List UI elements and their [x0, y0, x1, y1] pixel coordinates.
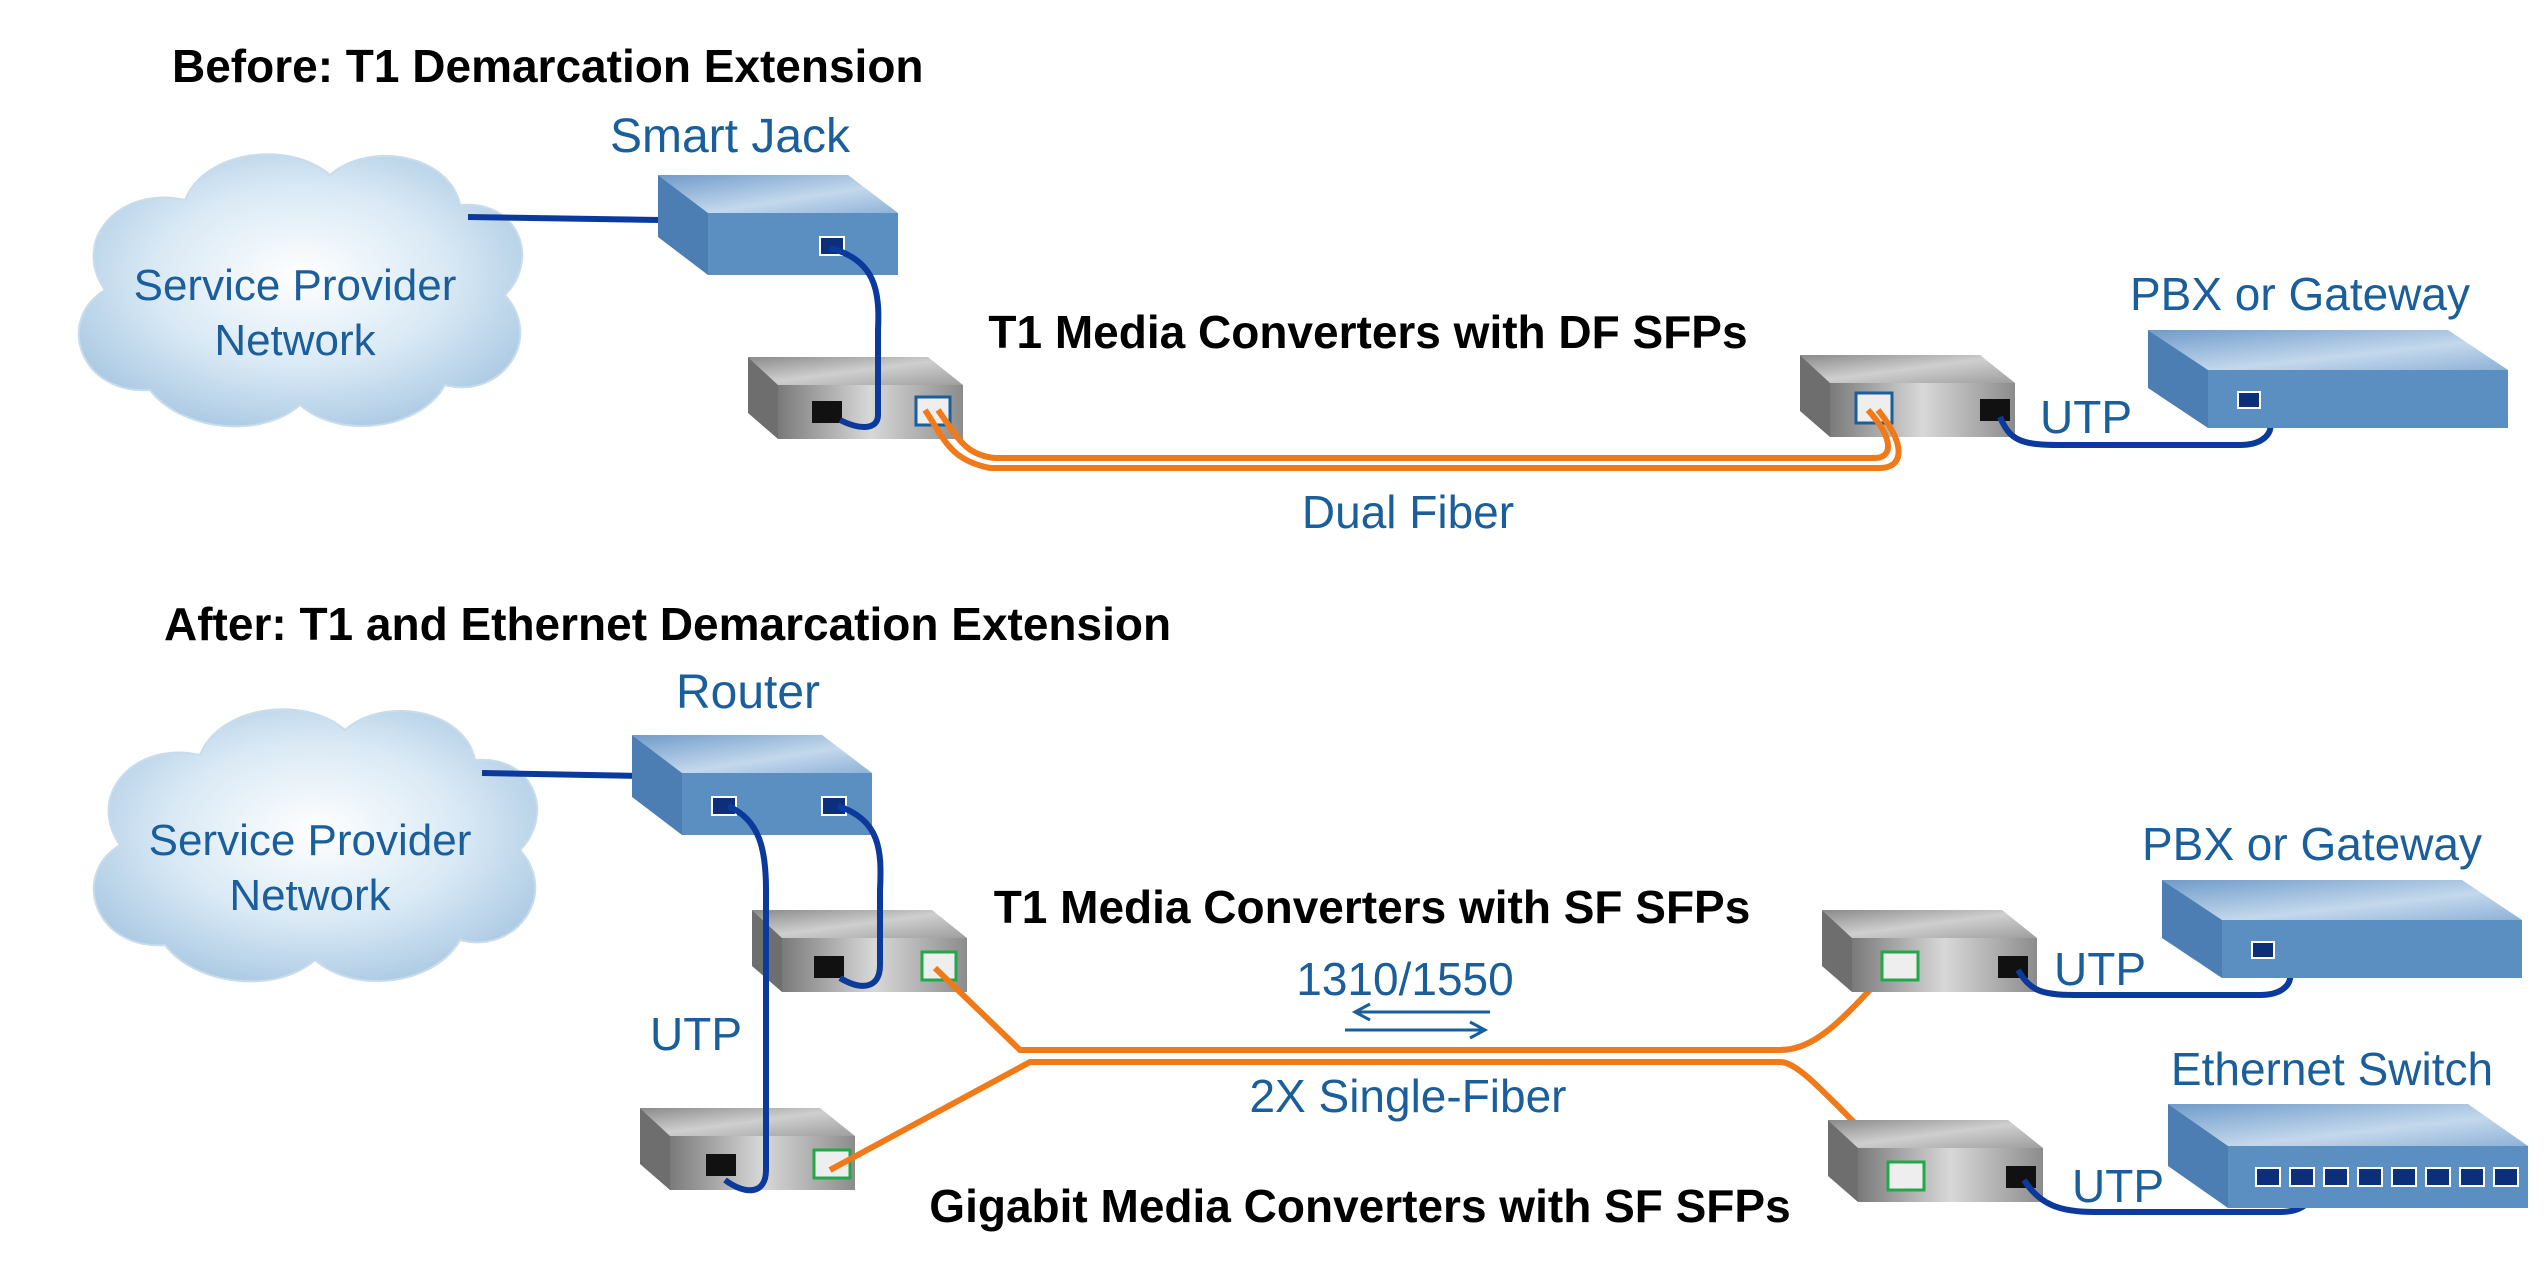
- before-converter-right: [1800, 355, 2015, 437]
- rj45-port-icon: [812, 401, 842, 423]
- wavelength-label: 1310/1550: [1296, 953, 1513, 1005]
- after-pbx-label: PBX or Gateway: [2142, 818, 2482, 870]
- cable-cloud-smartjack: [467, 214, 661, 223]
- after-gig-converter-right: [1828, 1120, 2043, 1202]
- after-gig-converter-left: [640, 1108, 855, 1190]
- rj45-port-icon: [1980, 399, 2010, 421]
- cable-router-t1: [837, 803, 884, 989]
- before-pbx-device: [2148, 330, 2508, 428]
- router-device: [632, 735, 872, 835]
- rj45-port-icon: [706, 1154, 736, 1176]
- cable-cloud-router: [481, 770, 641, 779]
- rj45-port-icon: [814, 956, 844, 978]
- before-dual-fiber: [922, 407, 1902, 471]
- smart-jack-label: Smart Jack: [610, 110, 851, 163]
- before-pbx-label: PBX or Gateway: [2130, 268, 2470, 320]
- after-cloud: Service Provider Network: [92, 708, 539, 983]
- after-gigabit-converters-title: Gigabit Media Converters with SF SFPs: [929, 1180, 1790, 1232]
- cable-smartjack-converter: [829, 245, 882, 430]
- before-cloud-label-line2: Network: [214, 316, 376, 365]
- before-title: Before: T1 Demarcation Extension: [172, 40, 924, 92]
- rj45-port-icon: [2006, 1166, 2036, 1188]
- after-utp-switch-label: UTP: [2072, 1160, 2164, 1212]
- after-t1-converter-left: [752, 910, 967, 992]
- before-utp-label: UTP: [2040, 391, 2132, 443]
- single-fiber-label: 2X Single-Fiber: [1249, 1070, 1566, 1122]
- ethernet-switch-device: [2168, 1104, 2528, 1208]
- dual-fiber-label: Dual Fiber: [1302, 486, 1514, 538]
- router-label: Router: [676, 666, 820, 719]
- before-converters-title: T1 Media Converters with DF SFPs: [988, 306, 1747, 358]
- after-utp-left-label: UTP: [650, 1008, 742, 1060]
- after-title: After: T1 and Ethernet Demarcation Exten…: [164, 598, 1171, 650]
- bidirectional-arrow-icon: [1345, 1002, 1490, 1040]
- after-utp-pbx-label: UTP: [2054, 943, 2146, 995]
- after-t1-converters-title: T1 Media Converters with SF SFPs: [994, 881, 1751, 933]
- ethernet-switch-label: Ethernet Switch: [2171, 1043, 2493, 1095]
- cable-router-gigabit: [723, 803, 769, 1194]
- after-cloud-label-line1: Service Provider: [149, 816, 472, 865]
- before-cloud: Service Provider Network: [77, 153, 524, 428]
- sfp-port-icon: [1886, 1160, 1926, 1192]
- sfp-port-icon: [1880, 950, 1920, 982]
- smart-jack-device: [658, 175, 898, 275]
- after-t1-converter-right: [1822, 910, 2037, 992]
- after-cloud-label-line2: Network: [229, 871, 391, 920]
- after-pbx-device: [2162, 880, 2522, 978]
- before-cloud-label-line1: Service Provider: [134, 261, 457, 310]
